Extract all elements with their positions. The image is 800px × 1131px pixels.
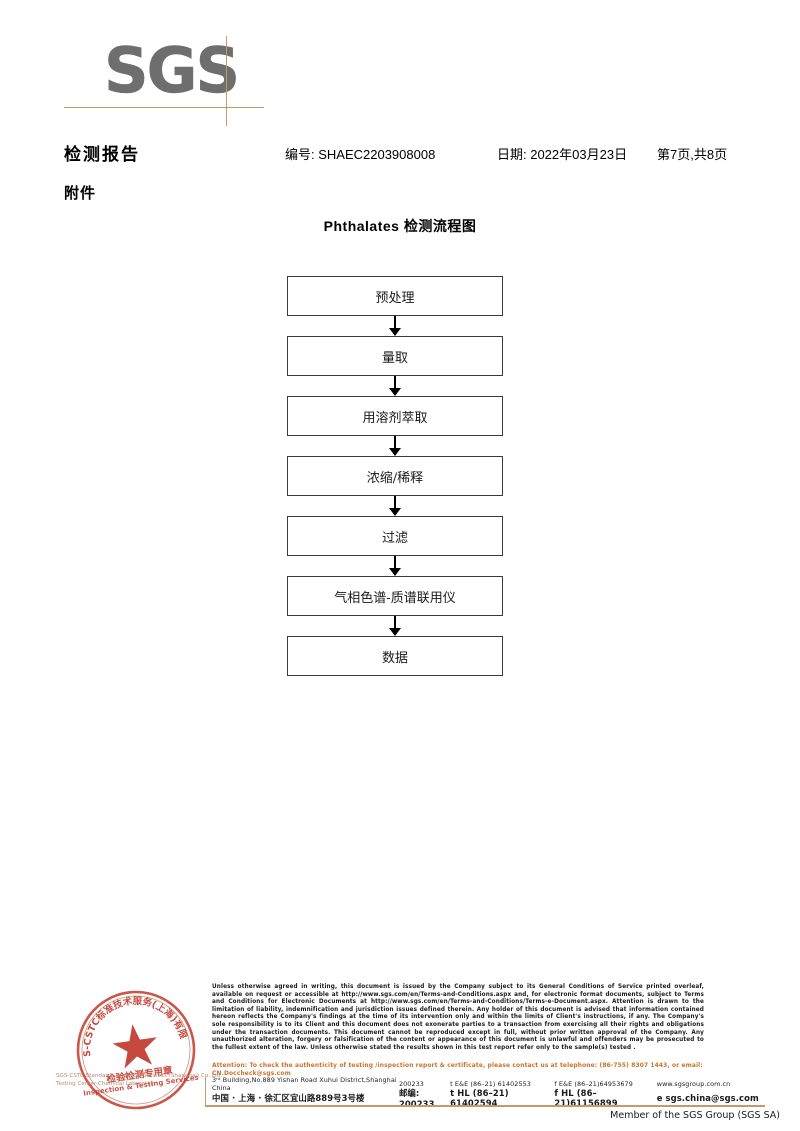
flow-step-measure: 量取 <box>287 336 503 376</box>
flow-step-pretreatment: 预处理 <box>287 276 503 316</box>
zip-cn: 邮编: 200233 <box>398 1088 435 1109</box>
attention-notice: Attention: To check the authenticity of … <box>212 1063 703 1077</box>
flow-arrow-icon <box>287 496 503 516</box>
website-link[interactable]: www.sgsgroup.com.cn <box>656 1080 731 1088</box>
flow-step-filter: 过滤 <box>287 516 503 556</box>
tel-hl-1: t HL (86–21) 61402594 <box>450 1088 509 1108</box>
seal-caption: SGS-CSTC Standards Technical Services (S… <box>56 1073 223 1087</box>
flow-arrow-icon <box>287 556 503 576</box>
fax-hl-1: f HL (86–21)61156899 <box>554 1088 618 1108</box>
address-row-cn: 中国 · 上海 · 徐汇区宜山路889号3号楼 邮编: 200233 t HL … <box>212 1088 765 1109</box>
report-date: 日期: 2022年03月23日 <box>497 147 628 162</box>
address-row-en: 3ʳᵈ Building,No.889 Yishan Road Xuhui Di… <box>212 1076 765 1092</box>
flow-step-gcms: 气相色谱-质谱联用仪 <box>287 576 503 616</box>
legal-disclaimer: Unless otherwise agreed in writing, this… <box>212 984 704 1051</box>
tel-ee-1: t E&E (86–21) 61402553 <box>450 1080 531 1088</box>
address-block: 3ʳᵈ Building,No.889 Yishan Road Xuhui Di… <box>205 1076 765 1109</box>
report-number: 编号: SHAEC2203908008 <box>285 147 436 162</box>
report-header: 检测报告 编号: SHAEC2203908008 日期: 2022年03月23日… <box>0 140 800 170</box>
flowchart-title: Phthalates 检测流程图 <box>323 218 477 234</box>
flow-step-concentrate-dilute: 浓缩/稀释 <box>287 456 503 496</box>
fax-ee-1: f E&E (86–21)64953679 <box>554 1080 633 1088</box>
zip-en: 200233 <box>398 1080 424 1088</box>
flow-arrow-icon <box>287 616 503 636</box>
address-cn: 中国 · 上海 · 徐汇区宜山路889号3号楼 <box>212 1093 365 1103</box>
flow-arrow-icon <box>287 316 503 336</box>
sgs-group-member-note: Member of the SGS Group (SGS SA) <box>610 1110 780 1121</box>
sgs-logo-text: SGS <box>104 34 241 107</box>
flow-arrow-icon <box>287 376 503 396</box>
address-en: 3ʳᵈ Building,No.889 Yishan Road Xuhui Di… <box>212 1076 397 1092</box>
email-link[interactable]: e sgs.china@sgs.com <box>656 1093 759 1103</box>
flow-arrow-icon <box>287 436 503 456</box>
footer-rule <box>205 1105 765 1107</box>
logo-vertical-rule <box>226 36 227 126</box>
flow-step-data: 数据 <box>287 636 503 676</box>
page-title: 检测报告 <box>64 145 140 164</box>
logo-horizontal-rule <box>64 107 264 108</box>
sgs-logo: SGS <box>64 34 264 126</box>
flow-step-solvent-extraction: 用溶剂萃取 <box>287 396 503 436</box>
attachment-label: 附件 <box>64 185 97 202</box>
company-seal: SGS-CSTC标准技术服务(上海)有限公司 检验检测专用章 Inspectio… <box>72 986 200 1114</box>
flowchart: 预处理 量取 用溶剂萃取 浓缩/稀释 过滤 气相色谱-质谱联用仪 数据 <box>287 276 503 676</box>
page-indicator: 第7页,共8页 <box>657 147 728 162</box>
